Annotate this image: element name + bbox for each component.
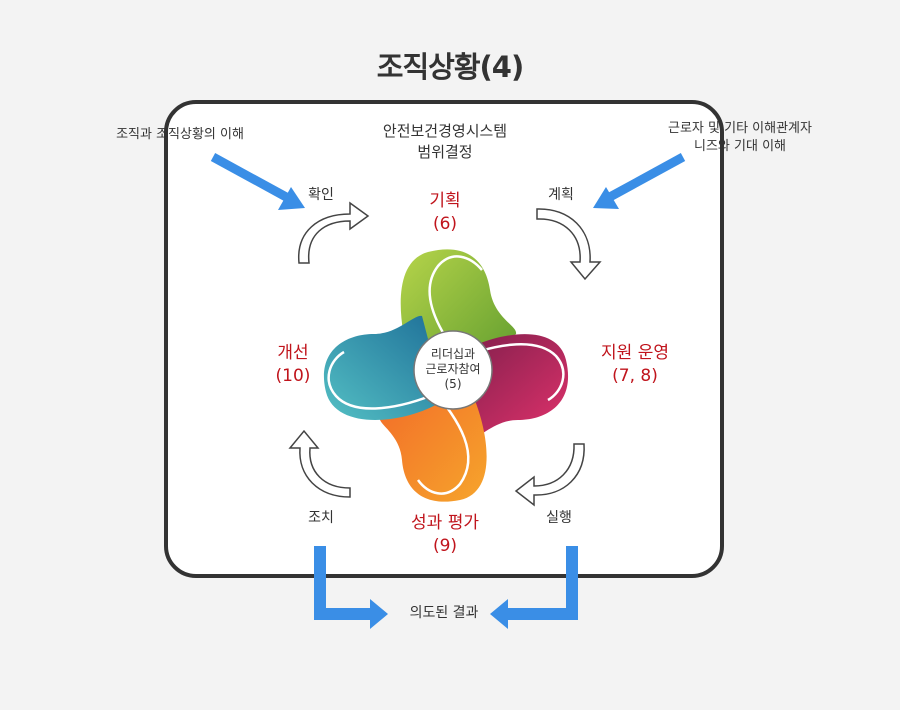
center-line-2: 근로자참여 — [425, 362, 481, 376]
right-input-arrow — [593, 153, 686, 209]
output-right-arrow — [490, 546, 578, 629]
act-cycle-arrow — [288, 429, 351, 498]
center-line-1: 리더십과 — [430, 347, 476, 361]
element-performance: 성과 평가 (9) — [395, 512, 495, 558]
output-left-arrow — [314, 546, 388, 629]
center-label: 리더십과 근로자참여 (5) — [413, 347, 493, 392]
right-input-line-1: 근로자 및 기타 이해관계자 — [668, 121, 812, 136]
performance-clause: (9) — [432, 536, 458, 556]
planning-name: 기획 — [429, 191, 461, 211]
element-support: 지원 운영 (7, 8) — [580, 342, 690, 388]
element-improvement: 개선 (10) — [258, 342, 328, 388]
cycle-act-label: 조치 — [308, 510, 334, 526]
right-input-label: 근로자 및 기타 이해관계자 니즈와 기대 이해 — [640, 120, 840, 156]
element-planning: 기획 (6) — [400, 190, 490, 236]
cycle-do-label: 실행 — [546, 510, 572, 526]
output-label: 의도된 결과 — [409, 605, 479, 621]
plan-cycle-arrow — [536, 208, 602, 281]
left-input-arrow — [210, 153, 305, 210]
scope-label: 안전보건경영시스템 범위결정 — [350, 121, 540, 163]
check-cycle-arrow — [298, 201, 370, 264]
do-cycle-arrow — [514, 443, 585, 507]
improvement-name: 개선 — [277, 343, 309, 363]
performance-name: 성과 평가 — [411, 513, 479, 533]
cycle-plan-label: 계획 — [548, 187, 574, 203]
scope-line-2: 범위결정 — [417, 143, 473, 161]
left-input-label: 조직과 조직상황의 이해 — [116, 127, 244, 142]
support-name: 지원 운영 — [601, 343, 669, 363]
right-input-line-2: 니즈와 기대 이해 — [694, 139, 786, 154]
cycle-check-label: 확인 — [308, 187, 334, 203]
page-title: 조직상황(4) — [376, 50, 524, 84]
support-clause: (7, 8) — [612, 366, 658, 386]
center-line-3: (5) — [444, 377, 462, 391]
center-circle — [413, 330, 493, 410]
planning-clause: (6) — [432, 214, 458, 234]
improvement-clause: (10) — [275, 366, 311, 386]
petal-improvement — [323, 315, 444, 420]
scope-line-1: 안전보건경영시스템 — [382, 122, 508, 140]
